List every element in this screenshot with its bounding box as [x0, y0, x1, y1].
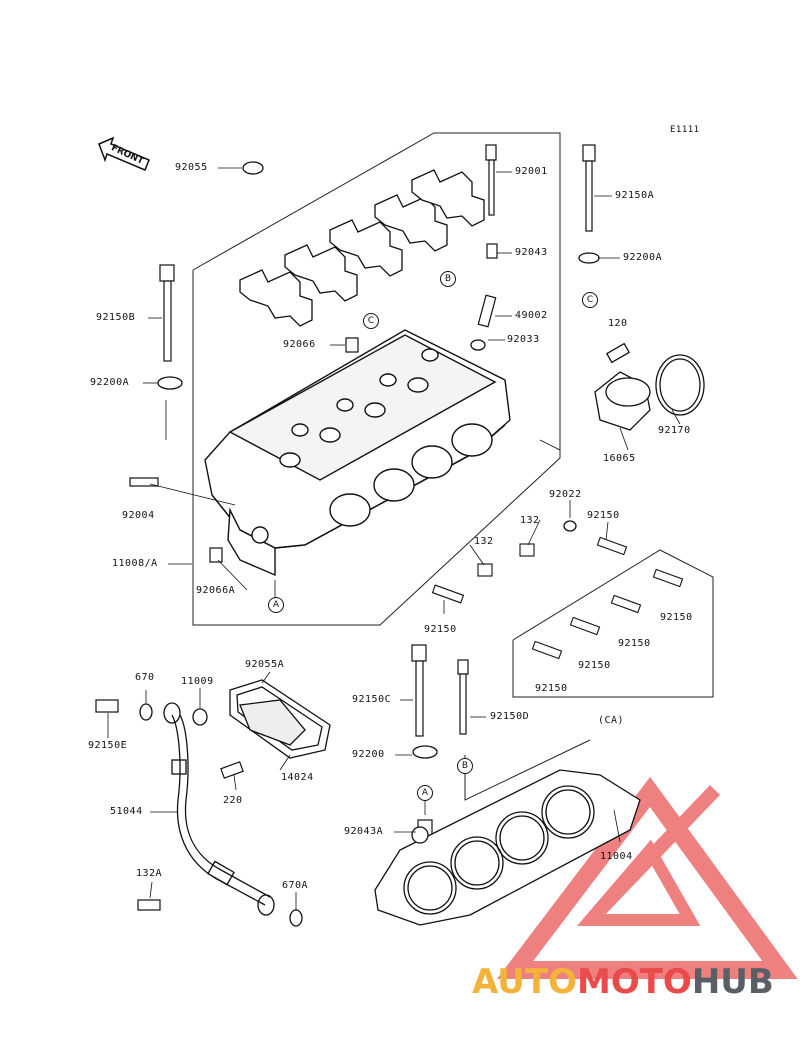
part-label-92150-f: 92150: [535, 683, 568, 694]
callout-c-2: C: [582, 292, 598, 308]
part-label-92150-e: 92150: [578, 660, 611, 671]
front-arrow-icon: [98, 136, 150, 171]
cam-cover-gasket: [229, 679, 331, 759]
part-label-92055: 92055: [175, 162, 208, 173]
part-label-92200a-right: 92200A: [623, 252, 663, 263]
oil-pipe: [163, 702, 275, 916]
part-label-92066a: 92066A: [196, 585, 236, 596]
part-label-92001: 92001: [515, 166, 548, 177]
diagram-code: E1111: [670, 125, 700, 135]
part-label-92150-d: 92150: [618, 638, 651, 649]
watermark-part-moto: MOTO: [576, 962, 692, 1002]
watermark-part-auto: AUTO: [472, 962, 577, 1002]
part-label-92150a: 92150A: [615, 190, 655, 201]
part-label-92200a-left: 92200A: [90, 377, 130, 388]
part-label-220: 220: [223, 795, 243, 806]
part-label-120: 120: [608, 318, 628, 329]
part-label-92055a: 92055A: [245, 659, 285, 670]
head-gasket: [374, 769, 641, 926]
camshaft-caps: [239, 169, 485, 327]
part-label-92004: 92004: [122, 510, 155, 521]
part-label-11009: 11009: [181, 676, 214, 687]
watermark-text: AUTOMOTOHUB: [472, 962, 774, 1002]
bolts: [95, 144, 596, 911]
part-label-92150-b: 92150: [424, 624, 457, 635]
part-label-670: 670: [135, 672, 155, 683]
part-label-92033: 92033: [507, 334, 540, 345]
part-label-670a: 670A: [282, 880, 309, 891]
part-label-92150e: 92150E: [88, 740, 128, 751]
callout-b-1: B: [440, 271, 456, 287]
part-label-92150c: 92150C: [352, 694, 392, 705]
part-label-92150d: 92150D: [490, 711, 530, 722]
callout-a-2: A: [417, 785, 433, 801]
cylinder-head: [204, 329, 511, 577]
part-label-92022: 92022: [549, 489, 582, 500]
part-label-92170: 92170: [658, 425, 691, 436]
part-label-51044: 51044: [110, 806, 143, 817]
part-label-132a: 132A: [136, 868, 163, 879]
part-label-92150-c: 92150: [660, 612, 693, 623]
part-label-14024: 14024: [281, 772, 314, 783]
watermark-logo-triangle: [496, 776, 798, 979]
callout-b-2: B: [457, 758, 473, 774]
part-label-92043: 92043: [515, 247, 548, 258]
part-label-132-b: 132: [474, 536, 494, 547]
part-label-16065: 16065: [603, 453, 636, 464]
part-label-132-a: 132: [520, 515, 540, 526]
part-label-92066: 92066: [283, 339, 316, 350]
part-label-92043a: 92043A: [344, 826, 384, 837]
callout-a-1: A: [268, 597, 284, 613]
part-label-49002: 49002: [515, 310, 548, 321]
watermark-part-hub: HUB: [691, 962, 774, 1002]
part-label-92150b: 92150B: [96, 312, 136, 323]
part-label-11008a: 11008/A: [112, 558, 158, 569]
part-label-92200: 92200: [352, 749, 385, 760]
part-label-92150-a: 92150: [587, 510, 620, 521]
part-label-ca: (CA): [598, 715, 625, 726]
callout-c-1: C: [363, 313, 379, 329]
leader-lines: [107, 167, 681, 910]
studs: [431, 536, 684, 660]
part-label-11004: 11004: [600, 851, 633, 862]
intake-holder: [594, 342, 705, 431]
